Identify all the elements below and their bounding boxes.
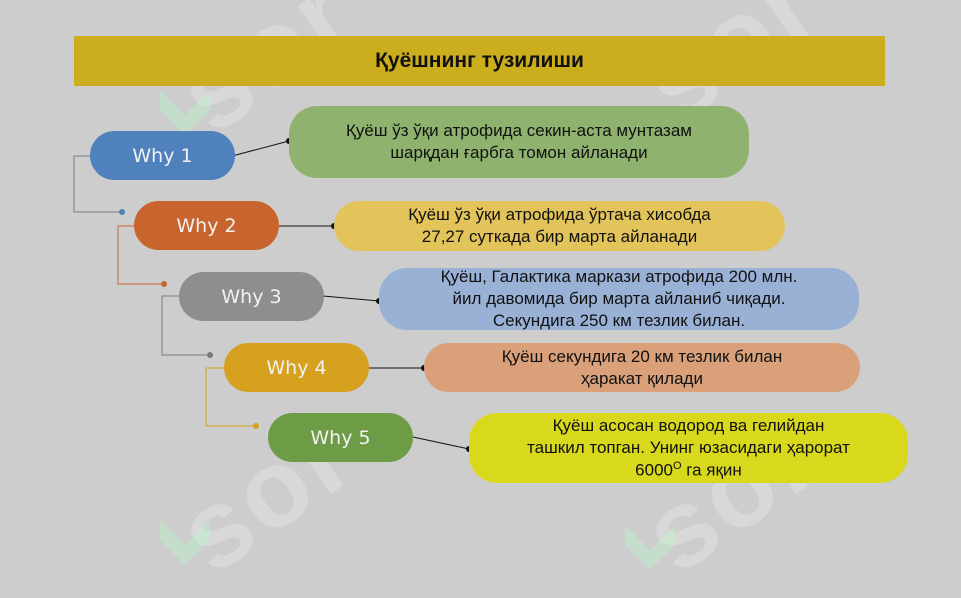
description-text: Қуёш секундига 20 км тезлик билан ҳарака… [501,346,783,388]
description-text: Қуёш ўз ўқи атрофида ўртача хисобда 27,2… [408,205,711,246]
connector-dot [119,209,125,215]
degree-superscript: O [673,459,682,472]
why-2-label: Why 2 [134,201,279,250]
connector-dot [161,281,167,287]
description-connector [412,436,470,450]
why-4-description: Қуёш секундига 20 км тезлик билан ҳарака… [424,343,860,392]
description-text: Қуёш асосан водород ва гелийдан ташкил т… [527,415,850,481]
connector-dot [207,352,213,358]
why-5-description: Қуёш асосан водород ва гелийдан ташкил т… [469,413,908,483]
description-connector [231,140,290,157]
why-1-label: Why 1 [90,131,235,180]
hierarchy-connector [117,225,164,285]
hierarchy-connector [161,295,210,356]
hierarchy-connector [205,367,256,427]
why-2-description: Қуёш ўз ўқи атрофида ўртача хисобда 27,2… [334,201,785,251]
description-text: Қуёш ўз ўқи атрофида секин-аста мунтазам… [346,121,692,162]
why-3-label: Why 3 [179,272,324,321]
why-4-label: Why 4 [224,343,369,392]
description-text-tail: га яқин [681,460,742,480]
page-title: Қуёшнинг тузилиши [74,36,885,86]
why-1-description: Қуёш ўз ўқи атрофида секин-аста мунтазам… [289,106,749,178]
why-5-label: Why 5 [268,413,413,462]
hierarchy-connector [73,155,122,213]
description-text: Қуёш, Галактика маркази атрофида 200 млн… [440,267,798,330]
description-text-main: Қуёш асосан водород ва гелийдан ташкил т… [527,416,850,480]
description-connector [322,295,380,302]
why-3-description: Қуёш, Галактика маркази атрофида 200 млн… [379,267,859,330]
connector-dot [253,423,259,429]
